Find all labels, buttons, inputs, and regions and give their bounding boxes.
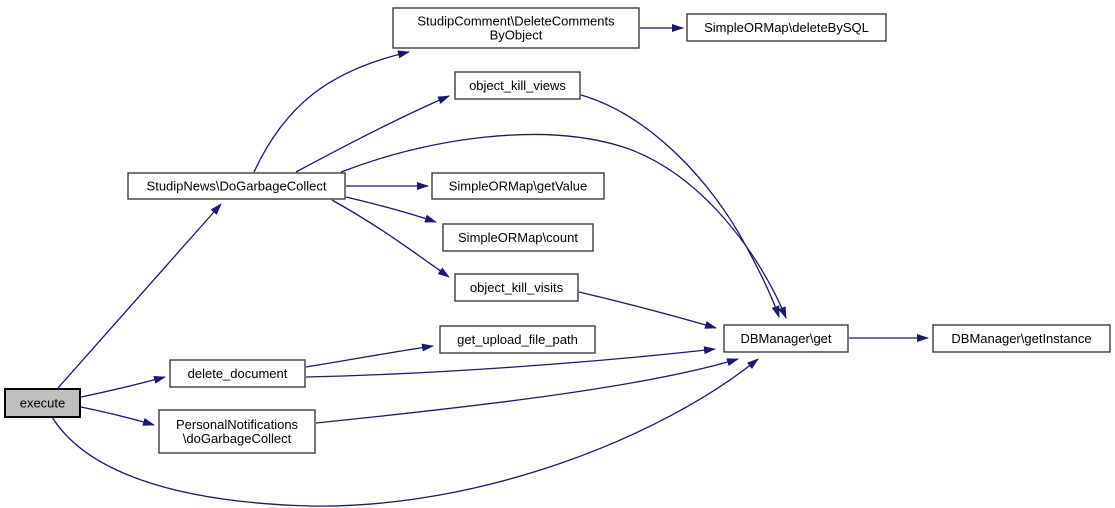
node-label-simpleormap-count: SimpleORMap\count xyxy=(458,230,578,245)
edge-execute-to-personalnotifications-dogarbagecollect xyxy=(80,406,155,426)
node-layer: execute StudipNews\DoGarbageCollect Studip… xyxy=(4,7,1111,454)
node-box-delete-document[interactable] xyxy=(169,359,306,388)
edge-execute-to-studipnews-dogarbagecollect xyxy=(57,203,222,389)
node-execute[interactable]: execute xyxy=(4,388,81,418)
node-box-object-kill-views[interactable] xyxy=(454,71,581,100)
edge-studipnews-dogarbagecollect-to-object-kill-visits xyxy=(331,199,450,278)
node-dbmanager-get[interactable]: DBManager\get xyxy=(723,324,849,353)
node-label-dbmanager-getinstance: DBManager\getInstance xyxy=(951,331,1091,346)
node-label-execute: execute xyxy=(20,396,66,411)
node-studipnews-dogarbagecollect[interactable]: StudipNews\DoGarbageCollect xyxy=(127,172,346,200)
edge-studipnews-dogarbagecollect-to-studipcomment-deletecommentsbyobject xyxy=(253,50,410,173)
edge-studipnews-dogarbagecollect-to-object-kill-views xyxy=(295,95,450,173)
node-box-simpleormap-deletebysql[interactable] xyxy=(686,13,887,42)
node-box-studipnews-dogarbagecollect[interactable] xyxy=(127,172,346,200)
edge-studipnews-dogarbagecollect-to-simpleormap-count xyxy=(345,196,437,223)
edge-layer xyxy=(51,24,929,507)
node-label-simpleormap-deletebysql: SimpleORMap\deleteBySQL xyxy=(704,20,869,35)
node-label-studipnews-dogarbagecollect: StudipNews\DoGarbageCollect xyxy=(147,179,327,194)
node-label-studipcomment-deletecommentsbyobject-line2: ByObject xyxy=(490,28,543,43)
node-box-simpleormap-count[interactable] xyxy=(442,223,594,252)
node-label-get-upload-file-path: get_upload_file_path xyxy=(457,332,578,347)
edge-execute-to-delete-document xyxy=(80,375,166,398)
node-box-dbmanager-getinstance[interactable] xyxy=(932,324,1111,353)
node-simpleormap-getvalue[interactable]: SimpleORMap\getValue xyxy=(431,172,605,200)
edge-object-kill-views-to-dbmanager-get xyxy=(580,94,780,318)
node-object-kill-views[interactable]: object_kill_views xyxy=(454,71,581,100)
node-delete-document[interactable]: delete_document xyxy=(169,359,306,388)
node-simpleormap-count[interactable]: SimpleORMap\count xyxy=(442,223,594,252)
node-label-personalnotifications-dogarbagecollect-line2: \doGarbageCollect xyxy=(183,431,292,446)
edge-personalnotifications-dogarbagecollect-to-dbmanager-get xyxy=(315,358,739,424)
node-simpleormap-deletebysql[interactable]: SimpleORMap\deleteBySQL xyxy=(686,13,887,42)
node-box-dbmanager-get[interactable] xyxy=(723,324,849,353)
node-label-dbmanager-get: DBManager\get xyxy=(740,331,831,346)
edge-delete-document-to-get-upload-file-path xyxy=(305,343,434,368)
edge-execute-to-dbmanager-get xyxy=(51,358,759,507)
node-box-execute[interactable] xyxy=(4,388,81,418)
node-box-simpleormap-getvalue[interactable] xyxy=(431,172,605,200)
node-personalnotifications-dogarbagecollect[interactable]: PersonalNotifications\doGarbageCollect xyxy=(158,409,316,454)
node-object-kill-visits[interactable]: object_kill_visits xyxy=(454,273,579,302)
edge-object-kill-visits-to-dbmanager-get xyxy=(578,291,717,329)
node-label-object-kill-visits: object_kill_visits xyxy=(470,280,564,295)
edge-delete-document-to-dbmanager-get xyxy=(305,346,716,378)
node-box-personalnotifications-dogarbagecollect[interactable] xyxy=(158,409,316,454)
node-label-object-kill-views: object_kill_views xyxy=(469,78,566,93)
node-dbmanager-getinstance[interactable]: DBManager\getInstance xyxy=(932,324,1111,353)
node-box-studipcomment-deletecommentsbyobject[interactable] xyxy=(392,7,640,49)
node-box-object-kill-visits[interactable] xyxy=(454,273,579,302)
edge-studipnews-dogarbagecollect-to-dbmanager-get xyxy=(340,133,787,319)
node-box-get-upload-file-path[interactable] xyxy=(439,325,596,354)
node-label-delete-document: delete_document xyxy=(188,366,288,381)
node-label-studipcomment-deletecommentsbyobject-line1: StudipComment\DeleteComments xyxy=(417,14,615,29)
node-label-simpleormap-getvalue: SimpleORMap\getValue xyxy=(449,179,588,194)
node-label-personalnotifications-dogarbagecollect-line1: PersonalNotifications xyxy=(176,417,299,432)
node-get-upload-file-path[interactable]: get_upload_file_path xyxy=(439,325,596,354)
